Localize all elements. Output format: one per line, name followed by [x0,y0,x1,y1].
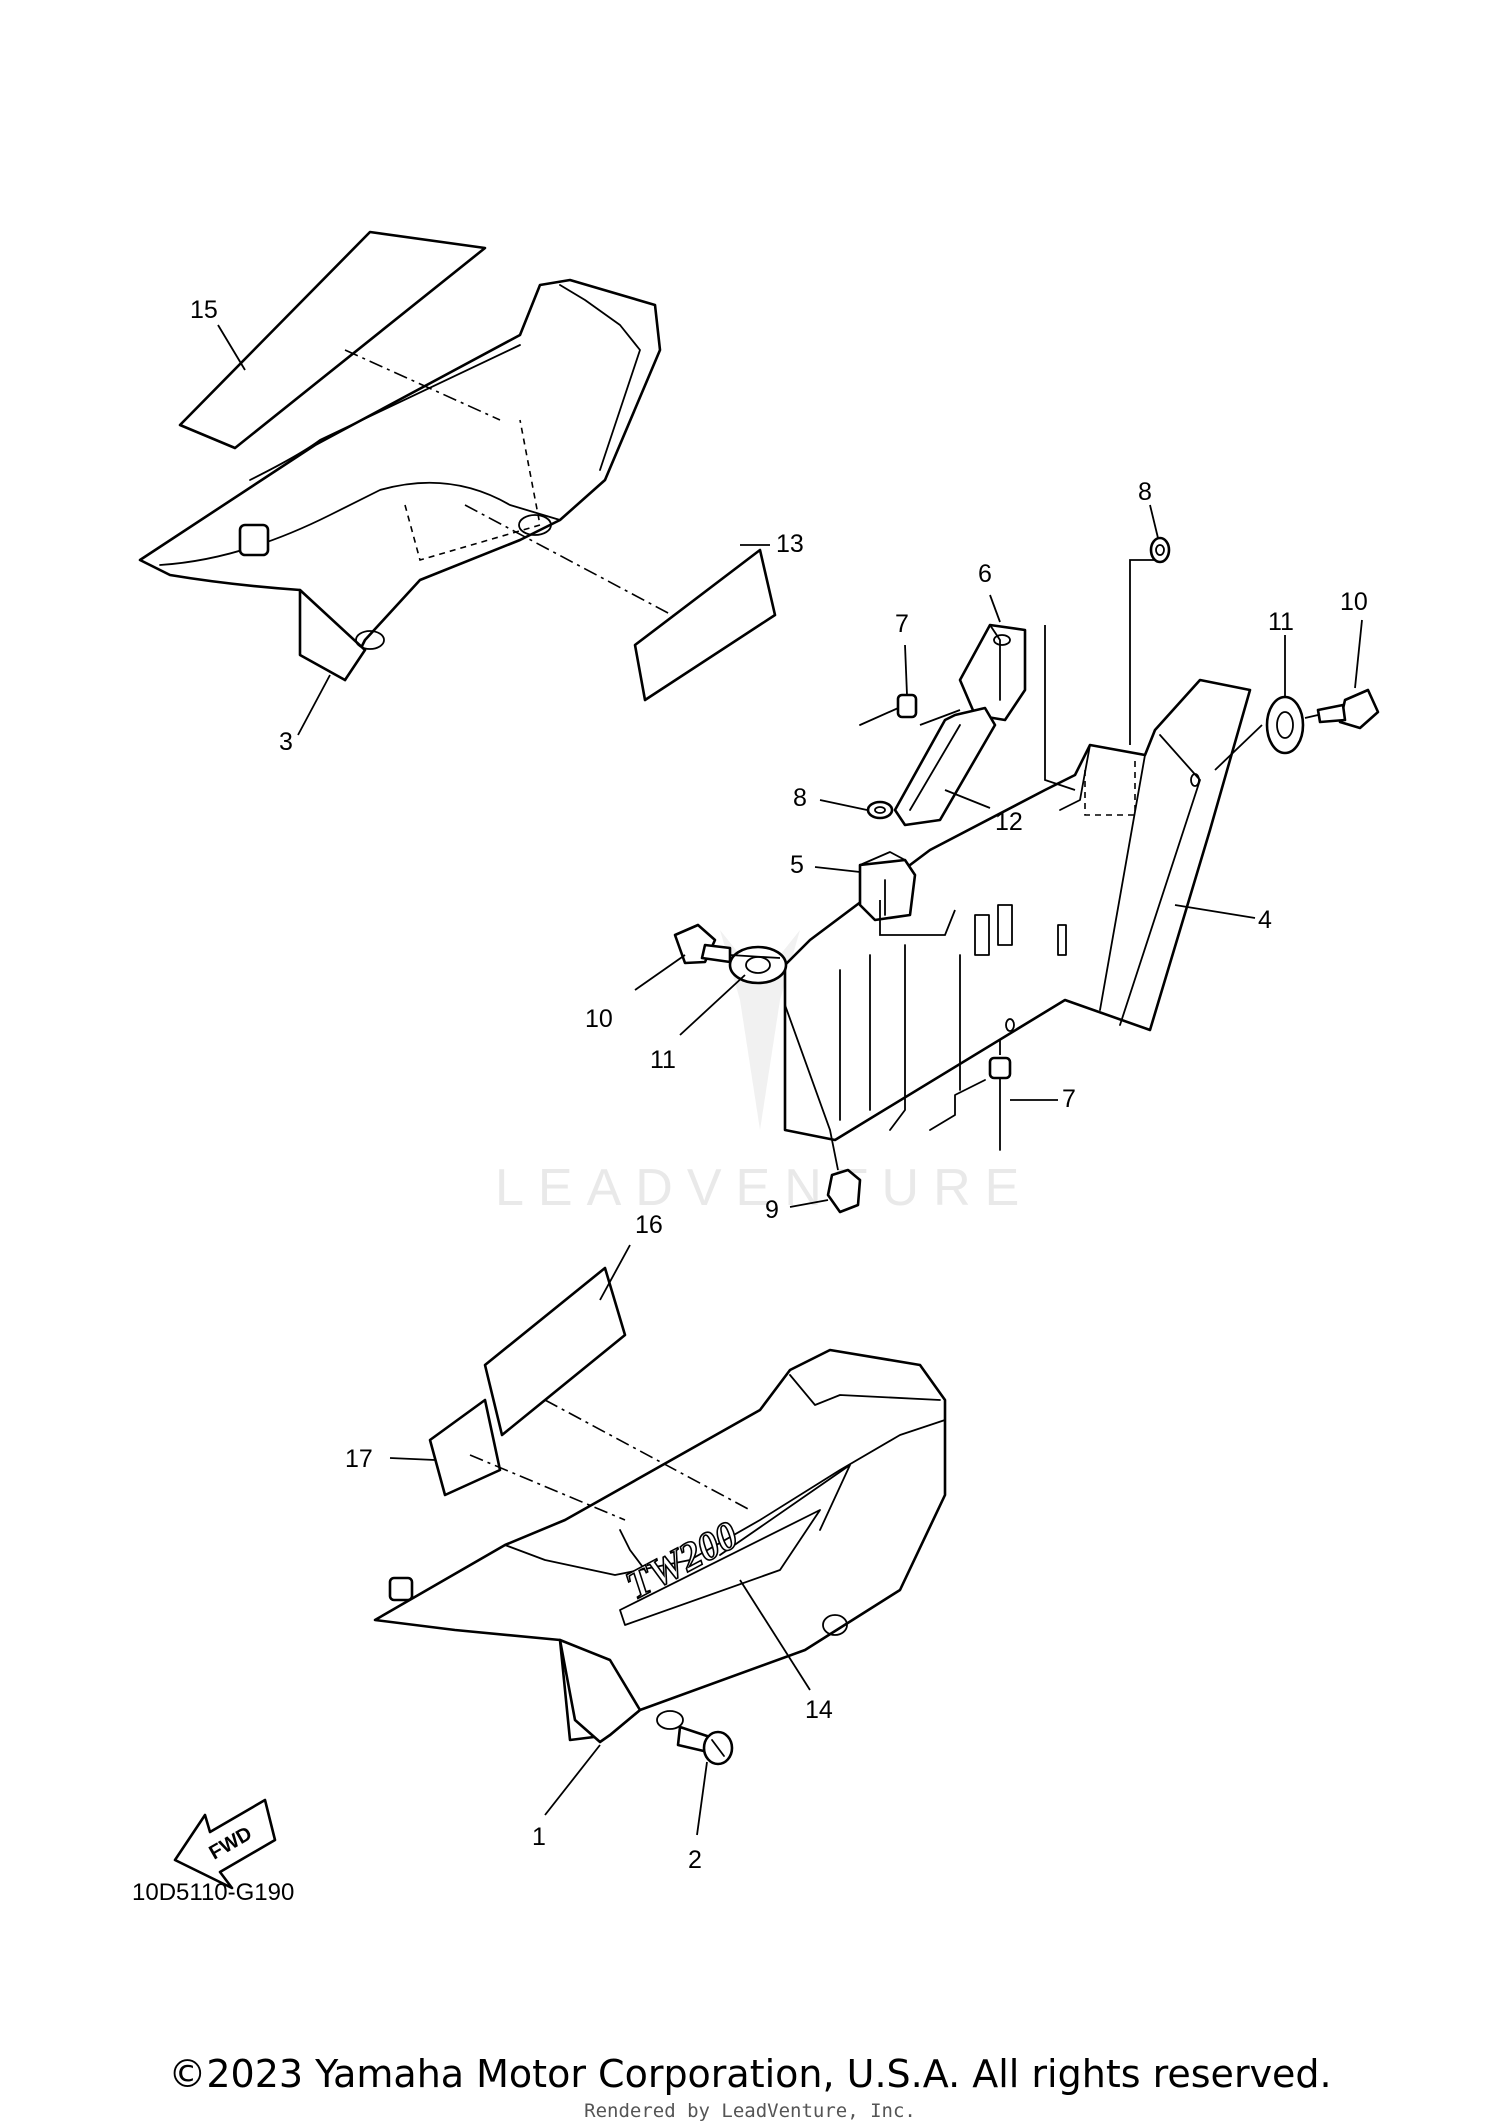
part-5-clip [858,851,917,922]
callout-14: 14 [805,1696,833,1724]
callout-10-right: 10 [1340,588,1368,616]
fwd-arrow-icon: FWD [173,1798,277,1890]
callout-9: 9 [765,1196,779,1224]
part-10-bolt-left [673,923,732,965]
part-11-grommet-right [1265,695,1305,755]
part-4-bracket [783,678,1252,1142]
callout-5: 5 [790,851,804,879]
callout-13: 13 [776,530,804,558]
callout-3: 3 [279,728,293,756]
callout-labels: 15 3 13 8 6 7 11 10 8 12 5 4 10 11 7 9 1… [190,296,1368,1874]
callout-1: 1 [532,1823,546,1851]
part-2-screw [676,1725,734,1766]
callout-12: 12 [995,808,1023,836]
callout-11-right: 11 [1268,608,1294,636]
part-7-rivet-upper [859,693,918,726]
rendered-by-notice: Rendered by LeadVenture, Inc. [584,2100,916,2122]
part-10-bolt-right [1316,688,1380,730]
assembly-lines [729,559,1319,1171]
callout-11-left: 11 [650,1046,676,1074]
part-15-decal [178,230,487,450]
callout-leaders [217,324,1363,1836]
part-1-side-cover: TW200 [373,1348,947,1744]
callout-15: 15 [190,296,218,324]
part-17-decal [428,1398,502,1497]
part-8-washer-upper [1149,536,1171,564]
callout-2: 2 [688,1846,702,1874]
callout-6: 6 [978,560,992,588]
callout-17: 17 [345,1445,373,1473]
part-13-decal [633,548,777,702]
callout-4: 4 [1258,906,1272,934]
part-11-grommet-left [728,945,788,985]
callout-7-upper: 7 [895,610,909,638]
watermark-text: LEADVENTURE [495,1159,1033,1217]
callout-8-upper: 8 [1138,478,1152,506]
diagram-code: 10D5110-G190 [132,1879,294,1906]
callout-10-left: 10 [585,1005,613,1033]
part-3-side-cover [138,278,701,682]
part-9-grommet [826,1168,862,1214]
part-8-washer-lower [866,800,894,820]
part-6-bracket [958,623,1027,722]
part-12-band [893,706,997,827]
callout-16: 16 [635,1211,663,1239]
callout-8-lower: 8 [793,784,807,812]
part-7-rivet-lower [988,1056,1012,1151]
part-16-decal [483,1266,627,1437]
callout-7-lower: 7 [1062,1085,1076,1113]
copyright-notice: ©2023 Yamaha Motor Corporation, U.S.A. A… [168,2052,1332,2096]
